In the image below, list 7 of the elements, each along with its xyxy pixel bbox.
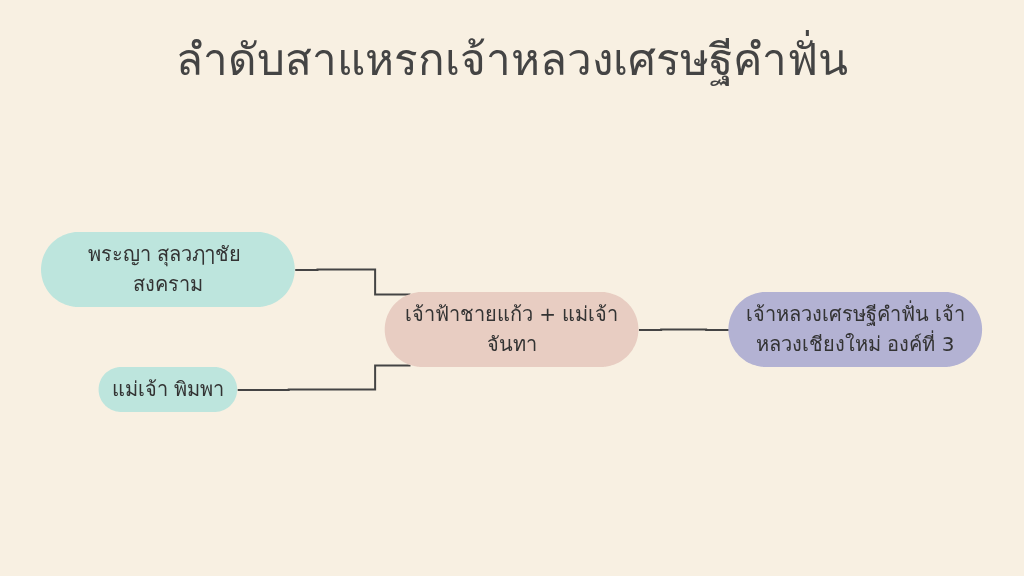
- connector: [237, 364, 412, 391]
- node-box: แม่เจ้า พิมพา: [99, 367, 238, 412]
- node-box: พระญา สุลวฦๅชัย สงคราม: [41, 232, 296, 307]
- diagram-title: ลำดับสาแหรกเจ้าหลวงเศรษฐีคำฟั่น: [0, 24, 1024, 94]
- node-box: เจ้าหลวงเศรษฐีคำฟั่น เจ้าหลวงเชียงใหม่ องค์ที่ 3: [728, 292, 983, 367]
- node-box: เจ้าฟ้าชายแก้ว + แม่เจ้าจันทา: [385, 292, 639, 367]
- connector: [294, 268, 412, 296]
